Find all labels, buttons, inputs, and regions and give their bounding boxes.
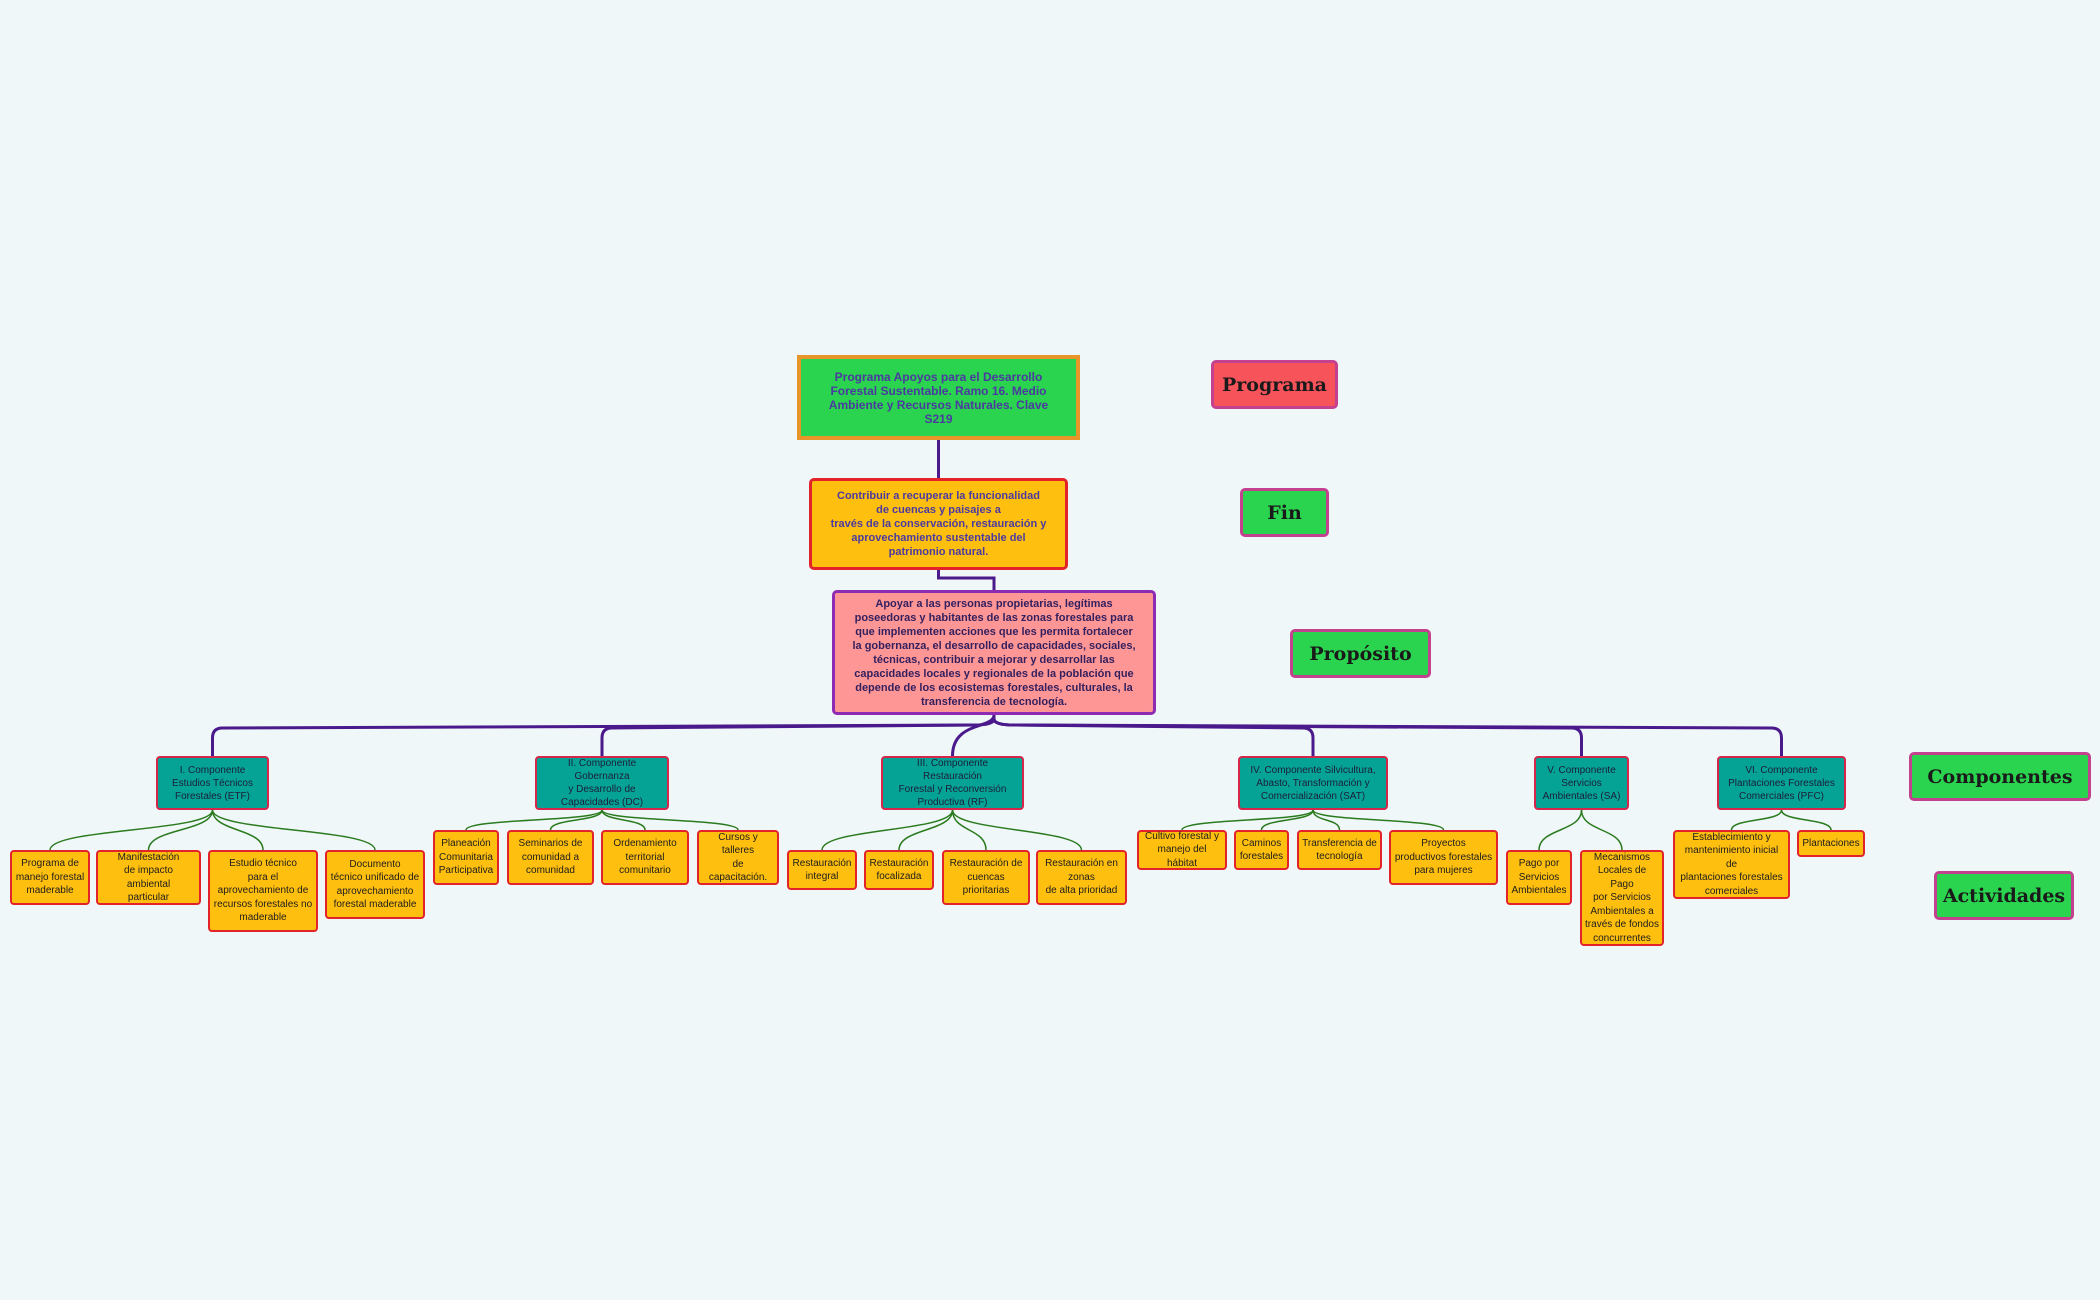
- component-rf[interactable]: III. Componente Restauración Forestal y …: [881, 756, 1024, 810]
- legend-proposito[interactable]: Propósito: [1290, 629, 1431, 678]
- activity-dc-4[interactable]: Cursos y talleres de capacitación.: [697, 830, 779, 885]
- component-pfc[interactable]: VI. Componente Plantaciones Forestales C…: [1717, 756, 1846, 810]
- activity-sat-1[interactable]: Cultivo forestal y manejo del hábitat: [1137, 830, 1227, 870]
- connector-component-dc-activity-4: [601, 809, 739, 831]
- activity-dc-3[interactable]: Ordenamiento territorial comunitario: [601, 830, 689, 885]
- connector-component-rf-activity-1: [821, 809, 954, 851]
- connector-component-dc-activity-2: [549, 809, 603, 831]
- legend-fin[interactable]: Fin: [1240, 488, 1329, 537]
- connector-component-rf-activity-4: [951, 809, 1083, 851]
- activity-dc-2[interactable]: Seminarios de comunidad a comunidad: [507, 830, 594, 885]
- component-sat[interactable]: IV. Componente Silvicultura, Abasto, Tra…: [1238, 756, 1388, 810]
- connector-component-sat-activity-4: [1312, 809, 1445, 831]
- activity-rf-3[interactable]: Restauración de cuencas prioritarias: [942, 850, 1030, 905]
- connector-component-etf-activity-3: [211, 809, 264, 851]
- programa-node[interactable]: Programa Apoyos para el Desarrollo Fores…: [797, 355, 1080, 440]
- connector-component-sa-activity-1: [1538, 809, 1583, 851]
- connector-component-etf-activity-4: [211, 809, 376, 851]
- connector-component-dc-activity-1: [465, 809, 603, 831]
- activity-etf-3[interactable]: Estudio técnico para el aprovechamiento …: [208, 850, 318, 932]
- legend-componentes[interactable]: Componentes: [1909, 752, 2091, 801]
- proposito-node[interactable]: Apoyar a las personas propietarias, legí…: [832, 590, 1156, 715]
- connector-component-rf-activity-3: [951, 809, 987, 851]
- activity-sa-1[interactable]: Pago por Servicios Ambientales: [1506, 850, 1572, 905]
- connector-proposito-component-sa: [992, 715, 1583, 756]
- activity-dc-1[interactable]: Planeación Comunitaria Participativa: [433, 830, 499, 885]
- activity-pfc-1[interactable]: Establecimiento y mantenimiento inicial …: [1673, 830, 1790, 899]
- legend-actividades[interactable]: Actividades: [1934, 871, 2074, 920]
- connector-proposito-component-rf: [951, 714, 996, 757]
- connector-proposito-component-pfc: [992, 715, 1783, 756]
- connector-component-sat-activity-1: [1181, 809, 1314, 831]
- component-sa[interactable]: V. Componente Servicios Ambientales (SA): [1534, 756, 1629, 810]
- connector-fin-proposito: [937, 570, 996, 590]
- legend-programa[interactable]: Programa: [1211, 360, 1338, 409]
- component-dc[interactable]: II. Componente Gobernanza y Desarrollo d…: [535, 756, 669, 810]
- activity-etf-2[interactable]: Manifestación de impacto ambiental parti…: [96, 850, 201, 905]
- connector-proposito-component-sat: [992, 715, 1315, 756]
- activity-rf-4[interactable]: Restauración en zonas de alta prioridad: [1036, 850, 1127, 905]
- connector-component-sat-activity-2: [1260, 809, 1314, 831]
- component-etf[interactable]: I. Componente Estudios Técnicos Forestal…: [156, 756, 269, 810]
- connector-component-etf-activity-1: [49, 809, 214, 851]
- activity-etf-4[interactable]: Documento técnico unificado de aprovecha…: [325, 850, 425, 919]
- activity-etf-1[interactable]: Programa de manejo forestal maderable: [10, 850, 90, 905]
- activity-pfc-2[interactable]: Plantaciones: [1797, 830, 1865, 857]
- connector-component-etf-activity-2: [147, 809, 214, 851]
- connector-component-dc-activity-3: [601, 809, 646, 831]
- connector-component-pfc-activity-1: [1730, 809, 1783, 831]
- connector-component-pfc-activity-2: [1780, 809, 1832, 831]
- activity-rf-1[interactable]: Restauración integral: [787, 850, 857, 890]
- activity-rf-2[interactable]: Restauración focalizada: [864, 850, 934, 890]
- connector-component-rf-activity-2: [898, 809, 954, 851]
- activity-sat-3[interactable]: Transferencia de tecnología: [1297, 830, 1382, 870]
- connector-proposito-component-dc: [600, 715, 996, 756]
- activity-sat-4[interactable]: Proyectos productivos forestales para mu…: [1389, 830, 1498, 885]
- activity-sa-2[interactable]: Mecanismos Locales de Pago por Servicios…: [1580, 850, 1664, 946]
- fin-node[interactable]: Contribuir a recuperar la funcionalidad …: [809, 478, 1068, 570]
- connector-component-sat-activity-3: [1312, 809, 1341, 831]
- connector-component-sa-activity-2: [1580, 809, 1623, 851]
- activity-sat-2[interactable]: Caminos forestales: [1234, 830, 1289, 870]
